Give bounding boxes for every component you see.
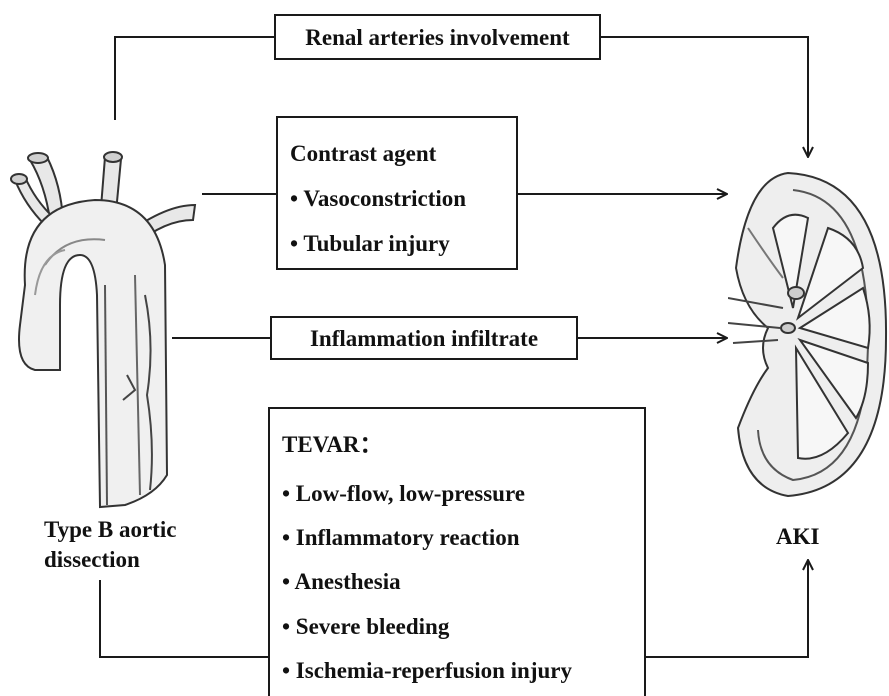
contrast-agent-box: Contrast agent • Vasoconstriction • Tubu…	[276, 116, 518, 270]
renal-arteries-box: Renal arteries involvement	[274, 14, 601, 60]
contrast-item-tubular-injury: • Tubular injury	[290, 232, 450, 255]
tevar-title: TEVAR：	[282, 433, 383, 456]
kidney-illustration	[728, 168, 889, 500]
tevar-item-ischemia: • Ischemia-reperfusion injury	[282, 659, 572, 682]
contrast-item-vasoconstriction: • Vasoconstriction	[290, 187, 466, 210]
tevar-box: TEVAR： • Low-flow, low-pressure • Inflam…	[268, 407, 646, 696]
renal-arteries-text: Renal arteries involvement	[305, 26, 569, 49]
aortic-dissection-line1: Type B aortic	[44, 515, 176, 545]
aortic-dissection-label: Type B aortic dissection	[44, 515, 176, 575]
aortic-dissection-line2: dissection	[44, 545, 176, 575]
tevar-item-anesthesia: • Anesthesia	[282, 570, 401, 593]
contrast-agent-title: Contrast agent	[290, 142, 436, 165]
tevar-item-low-flow: • Low-flow, low-pressure	[282, 482, 525, 505]
inflammation-text: Inflammation infiltrate	[310, 327, 538, 350]
inflammation-box: Inflammation infiltrate	[270, 316, 578, 360]
tevar-item-bleeding: • Severe bleeding	[282, 615, 449, 638]
aorta-illustration	[5, 145, 205, 515]
tevar-item-inflammatory: • Inflammatory reaction	[282, 526, 520, 549]
aki-label: AKI	[776, 522, 819, 552]
